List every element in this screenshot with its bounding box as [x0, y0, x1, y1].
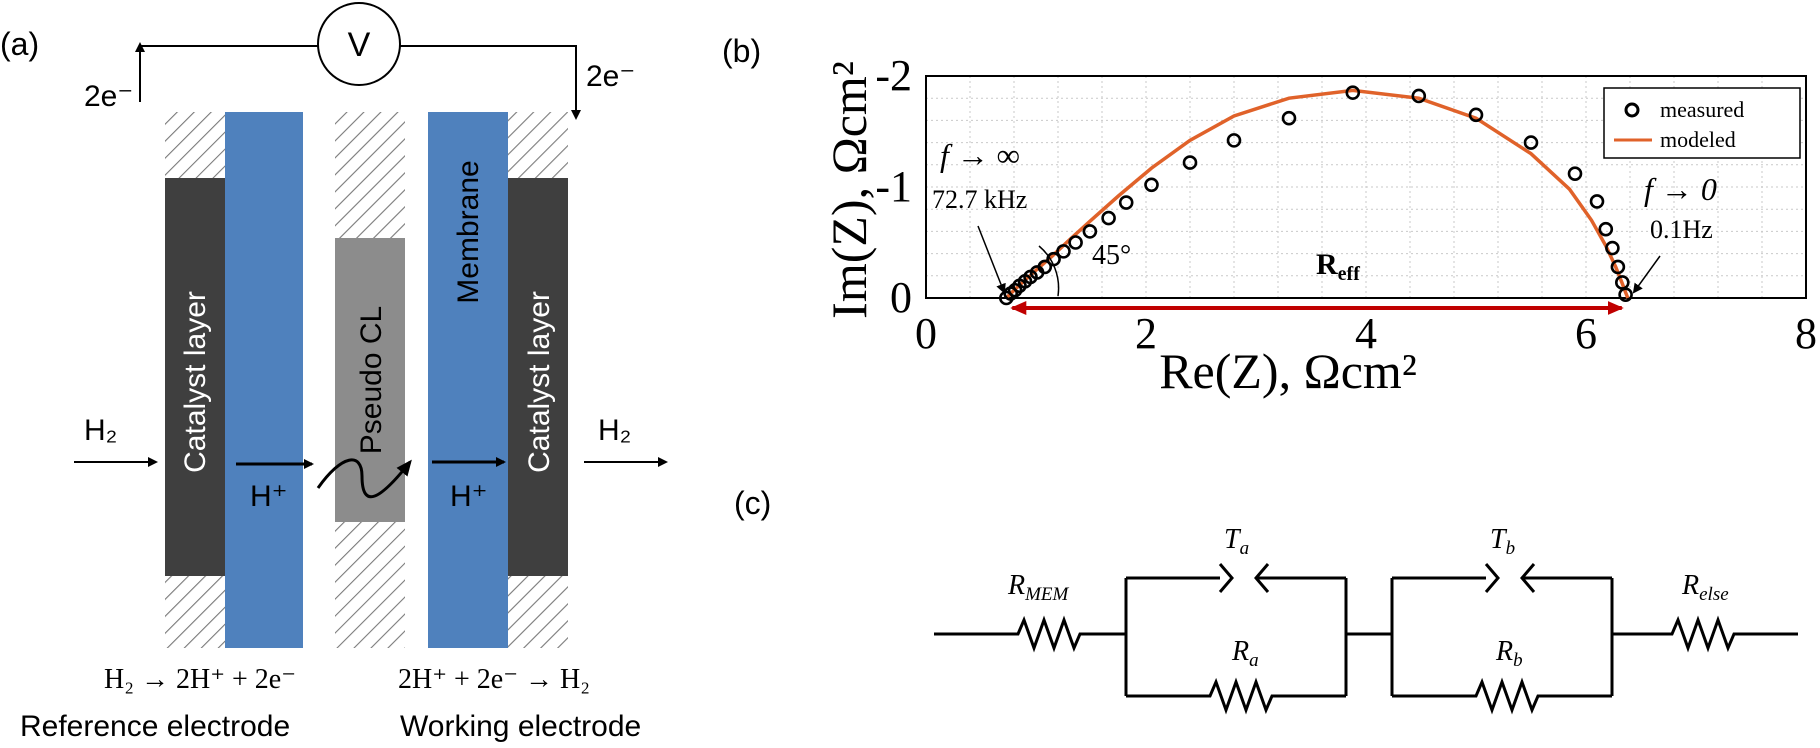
- h2-in-label: H₂: [84, 414, 117, 447]
- chart-series: [998, 85, 1633, 306]
- annotation-high-f-arrow: [977, 225, 1006, 294]
- t-b-label: Tb: [1490, 524, 1515, 559]
- annotation-low-f-value: 0.1Hz: [1650, 215, 1713, 244]
- h2-out-label: H₂: [598, 414, 631, 447]
- x-tick-label: 8: [1795, 309, 1817, 358]
- measured-point: [1618, 287, 1633, 302]
- membrane-right: [428, 112, 508, 648]
- measured-point: [1411, 88, 1427, 104]
- cpe-b-left: [1484, 563, 1500, 593]
- r-b-label: Rb: [1495, 636, 1523, 671]
- reaction-right: 2H⁺ + 2e⁻ → H₂: [398, 664, 590, 695]
- y-tick-label: -2: [875, 51, 912, 100]
- catalyst-layer-left: [165, 178, 225, 576]
- hatch-top-right: [508, 112, 568, 178]
- hatch-bottom-left: [165, 576, 225, 648]
- electron-label-left: 2e⁻: [84, 80, 133, 113]
- catalyst-layer-right-label: Catalyst layer: [523, 291, 556, 473]
- measured-point: [1523, 135, 1539, 150]
- r-else-label: Relse: [1681, 570, 1729, 605]
- y-tick-label: 0: [890, 273, 912, 322]
- legend-label-measured: measured: [1660, 97, 1744, 122]
- chart-legend: measured modeled: [1603, 87, 1801, 159]
- measured-point: [1610, 259, 1626, 275]
- annotation-high-f-value: 72.7 kHz: [932, 185, 1027, 214]
- electrode-label-left: Reference electrode: [20, 710, 290, 743]
- voltmeter-symbol: [317, 2, 401, 86]
- angle-label: 45°: [1092, 240, 1131, 271]
- legend-label-modeled: modeled: [1660, 127, 1736, 152]
- legend-box: [1603, 87, 1801, 159]
- resistor-r-b: [1392, 677, 1612, 715]
- measured-point: [1037, 259, 1053, 275]
- t-a-label: Ta: [1224, 524, 1249, 559]
- annotation-low-f: f → 0: [1644, 171, 1717, 207]
- catalyst-layer-right: [508, 178, 568, 576]
- measured-point: [1068, 235, 1083, 250]
- measured-point: [1082, 224, 1098, 239]
- x-tick-label: 2: [1135, 309, 1157, 358]
- voltmeter-label: V: [348, 26, 371, 64]
- electron-label-right: 2e⁻: [586, 60, 635, 93]
- resistor-r-else: [1612, 615, 1798, 653]
- membrane-left: [225, 112, 303, 648]
- measured-point: [1144, 177, 1159, 193]
- measured-point: [1605, 240, 1620, 256]
- measured-point: [1101, 210, 1116, 226]
- annotation-low-f-arrow: [1632, 255, 1661, 294]
- measured-point: [1589, 194, 1605, 209]
- measured-point: [1598, 221, 1614, 237]
- legend-marker-measured: [1624, 102, 1640, 118]
- chart-xlabel: Re(Z), Ωcm²: [1159, 343, 1417, 399]
- measured-point: [1118, 195, 1134, 210]
- measured-point: [1182, 155, 1198, 170]
- x-tick-label: 0: [915, 309, 937, 358]
- resistor-r-a: [1126, 677, 1346, 715]
- measured-point: [1056, 244, 1071, 259]
- panel-b-label: (b): [722, 33, 761, 69]
- chart-ylabel: Im(Z), Ωcm²: [821, 61, 877, 319]
- resistor-r-mem: [934, 615, 1126, 653]
- panel-c: (c) RMEM Ta Ra Tb Rb Relse: [734, 485, 1798, 715]
- r-a-label: Ra: [1231, 636, 1259, 671]
- panel-c-label: (c): [734, 485, 771, 521]
- measured-point: [1281, 110, 1297, 126]
- annotation-high-f: f → ∞: [940, 137, 1020, 173]
- pseudo-cl-label: Pseudo CL: [355, 306, 388, 454]
- x-tick-label: 6: [1575, 309, 1597, 358]
- membrane-label: Membrane: [452, 160, 485, 303]
- circuit-wire-right: [400, 45, 581, 120]
- measured-point: [1567, 166, 1583, 181]
- r-mem-label: RMEM: [1007, 570, 1070, 605]
- pseudo-cl: [335, 238, 405, 522]
- reff-label: Reff: [1316, 248, 1360, 285]
- circuit-wire-left: [139, 45, 318, 102]
- catalyst-layer-left-label: Catalyst layer: [179, 291, 212, 473]
- proton-label-right: H⁺: [450, 480, 488, 513]
- panel-b: (b) 0 2 4 6 8 0 -1 -2 Re(Z), Ωcm² Im(Z), Ωcm² R…: [722, 33, 1817, 399]
- hatch-bottom-pseudo: [335, 522, 405, 648]
- y-tick-label: -1: [875, 162, 912, 211]
- measured-point: [1226, 133, 1242, 148]
- reaction-left: H₂ → 2H⁺ + 2e⁻: [104, 664, 296, 695]
- measured-point: [1345, 85, 1361, 100]
- panel-a-label: (a): [0, 26, 39, 62]
- cpe-a-left: [1218, 563, 1234, 593]
- panel-a: (a) V 2e⁻ 2e⁻ Catalyst layer Pseudo CL M…: [0, 2, 668, 743]
- electrode-label-right: Working electrode: [400, 710, 641, 743]
- hatch-top-pseudo: [335, 112, 405, 238]
- chart-plot-area: [925, 75, 1807, 299]
- proton-label-left: H⁺: [250, 480, 288, 513]
- proton-wavy-arrow: [316, 458, 412, 499]
- hatch-bottom-right: [508, 576, 568, 648]
- angle-arc: [1038, 245, 1060, 297]
- x-tick-label: 4: [1355, 309, 1377, 358]
- measured-point: [1468, 107, 1484, 123]
- chart-ticks: 0 2 4 6 8 0 -1 -2: [875, 51, 1817, 358]
- hatch-top-left: [165, 112, 225, 178]
